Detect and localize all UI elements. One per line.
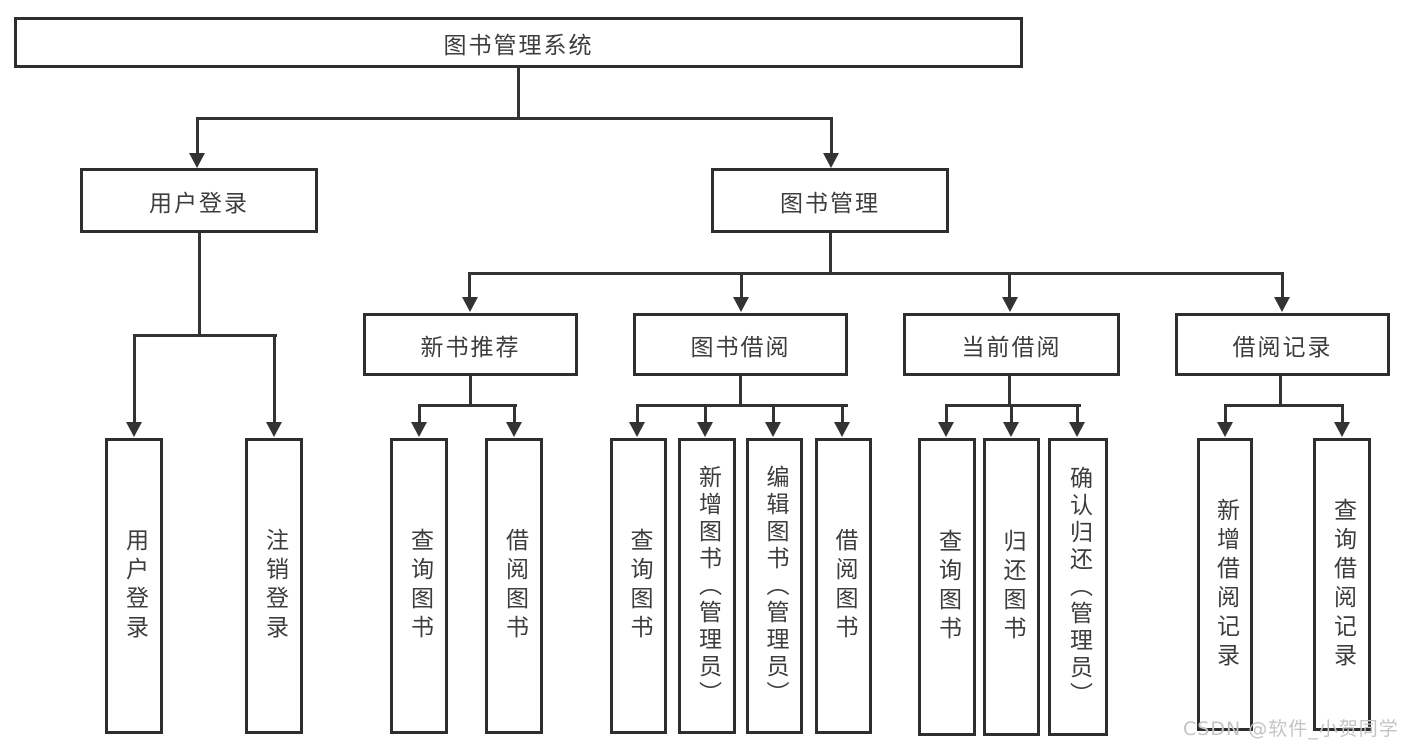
connector xyxy=(1008,272,1011,300)
connector xyxy=(517,68,520,118)
arrowhead xyxy=(834,422,850,437)
connector xyxy=(513,404,516,424)
node-borrowing-records-label: 借阅记录 xyxy=(1232,334,1333,361)
leaf-query-books-borrowing: 查询图书 xyxy=(610,438,667,734)
watermark: CSDN @软件_小贺同学 xyxy=(1183,718,1399,740)
leaf-borrow-books-label: 借阅图书 xyxy=(831,528,857,644)
connector xyxy=(1224,404,1344,407)
node-book-management: 图书管理 xyxy=(711,168,949,233)
node-user-login: 用户登录 xyxy=(80,168,318,233)
leaf-borrow-books: 借阅图书 xyxy=(815,438,872,734)
arrowhead xyxy=(1217,422,1233,437)
node-new-book-recommendation: 新书推荐 xyxy=(363,313,578,376)
leaf-logout: 注销登录 xyxy=(245,438,303,734)
connector xyxy=(418,404,517,407)
leaf-user-login: 用户登录 xyxy=(105,438,163,734)
arrowhead xyxy=(823,153,839,168)
leaf-query-books-recommend-label: 查询图书 xyxy=(406,528,433,644)
connector xyxy=(1008,376,1011,406)
leaf-edit-book-admin-label: 编辑图书（管理员） xyxy=(762,464,788,708)
connector xyxy=(739,376,742,406)
leaf-add-book-admin-label: 新增图书（管理员） xyxy=(694,464,721,708)
node-borrowing-records: 借阅记录 xyxy=(1175,313,1390,376)
connector xyxy=(273,334,276,424)
connector xyxy=(468,272,471,300)
arrowhead xyxy=(938,422,954,437)
connector xyxy=(945,404,948,424)
leaf-borrow-books-recommend-label: 借阅图书 xyxy=(501,528,528,644)
connector xyxy=(841,404,844,424)
connector xyxy=(1224,404,1227,424)
arrowhead xyxy=(765,422,781,437)
connector xyxy=(1279,376,1282,406)
connector xyxy=(636,404,639,424)
leaf-confirm-return-admin: 确认归还（管理员） xyxy=(1048,438,1108,736)
node-book-management-label: 图书管理 xyxy=(780,190,880,217)
arrowhead xyxy=(189,153,205,168)
leaf-query-borrow-record-label: 查询借阅记录 xyxy=(1329,497,1356,672)
connector xyxy=(469,376,472,406)
leaf-add-book-admin: 新增图书（管理员） xyxy=(678,438,736,734)
connector xyxy=(1076,404,1079,424)
arrowhead xyxy=(1274,297,1290,312)
node-current-borrowing: 当前借阅 xyxy=(903,313,1120,376)
node-book-borrowing: 图书借阅 xyxy=(633,313,848,376)
connector xyxy=(636,404,848,407)
connector xyxy=(1010,404,1013,424)
node-user-login-label: 用户登录 xyxy=(149,190,249,217)
leaf-query-books-current-label: 查询图书 xyxy=(934,529,961,645)
leaf-edit-book-admin: 编辑图书（管理员） xyxy=(746,438,803,734)
leaf-add-borrow-record: 新增借阅记录 xyxy=(1197,438,1253,731)
leaf-query-books-recommend: 查询图书 xyxy=(390,438,448,734)
connector xyxy=(133,334,277,337)
arrowhead xyxy=(506,422,522,437)
leaf-query-books-borrowing-label: 查询图书 xyxy=(626,528,652,644)
connector xyxy=(829,233,832,275)
arrowhead xyxy=(1334,422,1350,437)
leaf-query-borrow-record: 查询借阅记录 xyxy=(1313,438,1371,731)
node-root: 图书管理系统 xyxy=(14,17,1023,68)
connector xyxy=(740,272,743,300)
leaf-user-login-label: 用户登录 xyxy=(121,528,148,644)
node-root-label: 图书管理系统 xyxy=(443,32,594,59)
leaf-return-book: 归还图书 xyxy=(983,438,1040,736)
connector xyxy=(198,233,201,336)
arrowhead xyxy=(411,422,427,437)
connector xyxy=(704,404,707,424)
connector xyxy=(1341,404,1344,424)
leaf-logout-label: 注销登录 xyxy=(261,528,288,644)
arrowhead xyxy=(733,297,749,312)
connector xyxy=(945,404,1081,407)
leaf-add-borrow-record-label: 新增借阅记录 xyxy=(1212,497,1239,672)
leaf-borrow-books-recommend: 借阅图书 xyxy=(485,438,543,734)
arrowhead xyxy=(697,422,713,437)
connector xyxy=(133,334,136,424)
connector xyxy=(1281,272,1284,300)
node-new-book-recommendation-label: 新书推荐 xyxy=(420,334,521,361)
arrowhead xyxy=(126,422,142,437)
connector xyxy=(830,117,833,155)
node-current-borrowing-label: 当前借阅 xyxy=(961,334,1062,361)
connector xyxy=(418,404,421,424)
connector xyxy=(196,117,833,120)
arrowhead xyxy=(629,422,645,437)
arrowhead xyxy=(462,297,478,312)
arrowhead xyxy=(1002,297,1018,312)
node-book-borrowing-label: 图书借阅 xyxy=(690,334,791,361)
connector xyxy=(196,117,199,155)
leaf-return-book-label: 归还图书 xyxy=(999,529,1025,645)
leaf-confirm-return-admin-label: 确认归还（管理员） xyxy=(1065,465,1092,709)
leaf-query-books-current: 查询图书 xyxy=(918,438,976,736)
arrowhead xyxy=(1069,422,1085,437)
arrowhead xyxy=(1003,422,1019,437)
connector xyxy=(772,404,775,424)
connector xyxy=(468,272,1284,275)
arrowhead xyxy=(266,422,282,437)
